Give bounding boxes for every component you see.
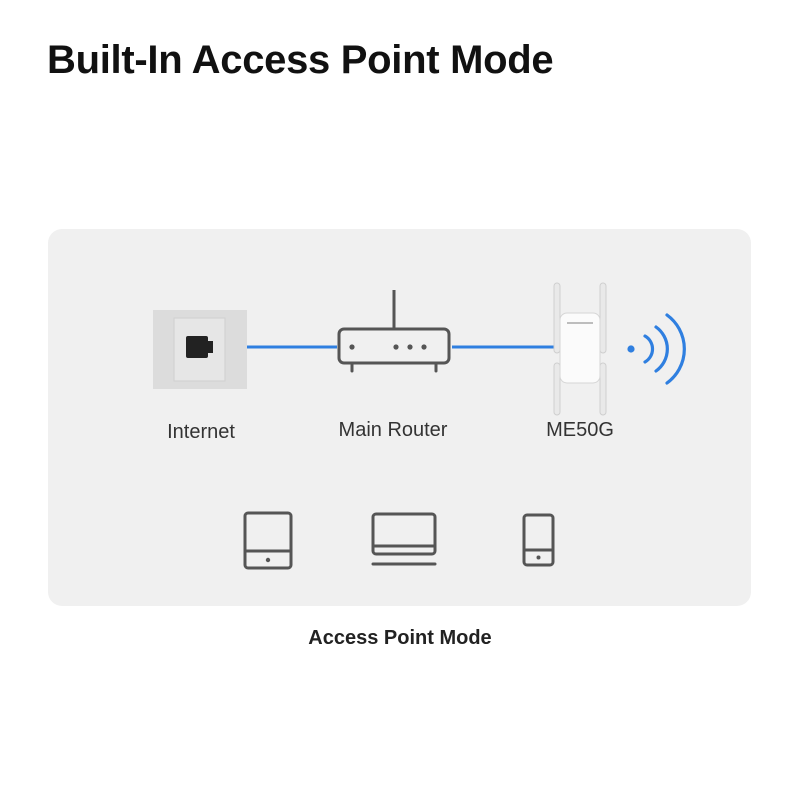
node-label-me50g: ME50G	[546, 419, 614, 441]
diagram-caption: Access Point Mode	[308, 627, 492, 649]
tablet-icon	[243, 511, 293, 570]
wall-ethernet-port-icon	[153, 310, 247, 389]
laptop-icon	[371, 512, 437, 566]
page-title: Built-In Access Point Mode	[47, 38, 554, 82]
router-icon	[337, 290, 451, 373]
smartphone-icon	[522, 513, 555, 567]
wifi-signal-icon	[627, 313, 686, 385]
diagram-panel	[48, 229, 751, 606]
node-label-internet: Internet	[167, 421, 235, 443]
node-label-main-router: Main Router	[338, 419, 448, 441]
range-extender-icon	[553, 282, 607, 416]
